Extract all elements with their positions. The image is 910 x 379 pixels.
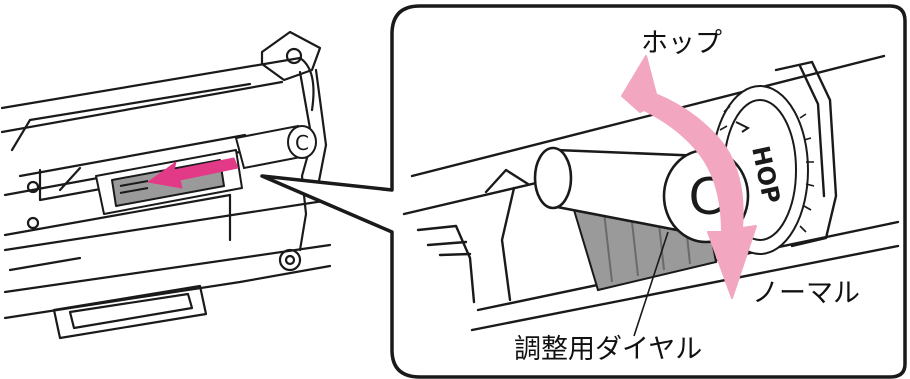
slide-direction-arrow [147,157,239,189]
small-lever-letter: C [295,131,309,155]
hop-label: ホップ [641,28,722,59]
normal-label: ノーマル [752,278,860,309]
small-dial-lever: C [234,124,317,170]
dial-label-leader-line [633,231,669,337]
hop-normal-rotation-arrow [621,55,757,299]
dial-direction-tick-icon [735,121,750,133]
adjustment-dial-label: 調整用ダイヤル [514,334,703,365]
rifle-receiver-overview [0,30,332,340]
